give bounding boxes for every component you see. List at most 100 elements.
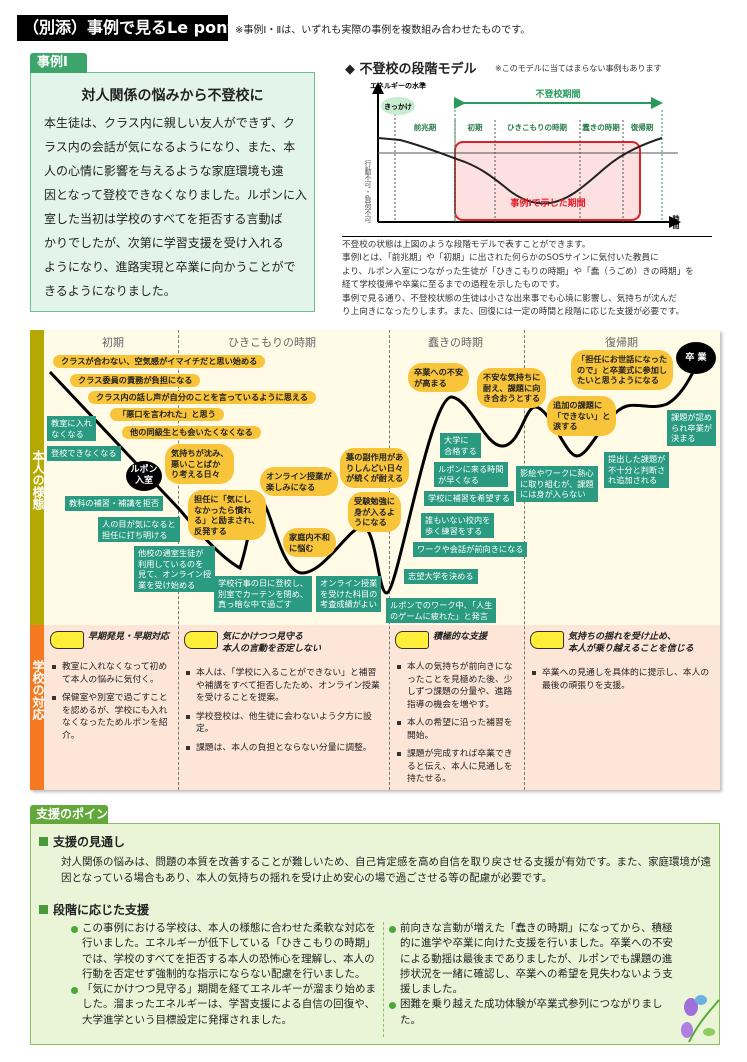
- event-box: ワークや会話が前向きになる: [413, 542, 528, 557]
- pointing-hand-icon: [50, 631, 84, 649]
- highlight-label: 事例Ⅰで示した期間: [510, 197, 585, 209]
- event-box: 誰もいない校内を 歩く練習をする: [421, 513, 495, 538]
- square-bullet-icon: [39, 837, 48, 846]
- support-tab: 支援のポイント: [30, 805, 120, 824]
- feeling-bubble: 気持ちが沈み、 悪いことばか り考える日々: [165, 444, 235, 484]
- y-axis-label: エネルギーの水準: [370, 81, 426, 90]
- thought-stripe: 他の同級生とも会いたくなくなる: [122, 426, 261, 439]
- case-line: 室した当初は学校のすべてを拒否する言動ば: [44, 212, 283, 226]
- event-box: 教科の補習・補講を拒否: [65, 496, 164, 511]
- case-line: 因となって登校できなくなりました。ルポンに入: [44, 188, 308, 202]
- event-box: 志望大学を決める: [404, 569, 478, 584]
- feeling-bubble: 「担任にお世話になった ので」と卒業式に参加し たいと思うようになる: [571, 350, 674, 390]
- thought-stripe: クラス内の話し声が自分のことを言っているように思える: [88, 391, 317, 404]
- feeling-bubble: 家庭内不和 に悩む: [283, 528, 336, 557]
- phase-label: 前兆期: [414, 122, 437, 132]
- response-column: 積極的な支援 本人の気持ちが前向きになったことを見極めた後、少しずつ課題の分量や…: [395, 631, 520, 792]
- phase-header: ひきこもりの時期: [228, 336, 316, 349]
- phase-header: 復帰期: [605, 336, 638, 349]
- caption-line: り上向きになったりします。また、回復には一定の時間と段階に応じた支援が必要です。: [342, 307, 685, 318]
- case-body: 本生徒は、クラス内に親しい友人ができず、ク ラス内の会話が気になるようになり、ま…: [44, 111, 307, 303]
- feeling-bubble: 担任に「気にし なかったら慣れ る」と励まされ、 反発する: [188, 490, 266, 540]
- model-caption: 不登校の状態は上図のような段階モデルで表すことができます。 事例Ⅰとは、「前兆期…: [342, 236, 712, 319]
- start-oval: ルポン 入室: [126, 461, 162, 491]
- outlook-heading: 支援の見通し: [39, 833, 125, 850]
- caption-line: 不登校の状態は上図のような段階モデルで表すことができます。: [342, 240, 591, 250]
- event-box: 登校できなくなる: [47, 446, 121, 461]
- school-response-section: [30, 625, 720, 790]
- event-box: ルポンでのワーク中、「人生 のゲームに疲れた」と発言: [386, 598, 497, 623]
- phase-label: 初期: [468, 122, 483, 132]
- phase-divider: [389, 330, 390, 790]
- flower-illustration: [681, 995, 720, 1043]
- stage-heading: 段階に応じた支援: [39, 901, 149, 918]
- feeling-bubble: 卒業への不安 が高まる: [408, 363, 470, 392]
- phase-header: 蠢きの時期: [428, 336, 483, 349]
- event-box: オンライン授業 を受けた科目の 考査成績がよい: [316, 576, 382, 612]
- feeling-bubble: 追加の課題に 「できない」と 涙する: [547, 396, 617, 436]
- response-column: 気にかけつつ見守る 本人の言動を否定しない 本人は、「学校に入ることができない」…: [184, 631, 384, 760]
- thought-stripe: クラス委員の責務が負担になる: [70, 374, 201, 387]
- case-line: 人の心情に影響を与えるような家庭環境も遠: [44, 164, 284, 178]
- event-box: 他校の通室生徒が 利用しているのを 見て、オンライン授 業を受け始める: [134, 546, 216, 592]
- stage-model-diagram: きっかけ エネルギーの水準 不登校期間 前兆期 初期 ひきこもりの時期 蠢きの時…: [364, 81, 681, 230]
- school-response-label: 学校の対応: [30, 625, 45, 790]
- event-box: 学校に補習を希望する: [424, 491, 514, 506]
- outlook-text: 対人関係の悩みは、問題の本質を改善することが難しいため、自己肯定感を高め自信を取…: [61, 856, 711, 884]
- caption-line: より、ルポン入室につながった生徒が「ひきこもりの時期」や「蠢（うごめ）きの時期」…: [342, 266, 694, 277]
- case-line: かりでしたが、次第に学習支援を受け入れる: [44, 236, 284, 250]
- response-column: 気持ちの揺れを受け止め、 本人が乗り越えることを信じる 卒業への見通しを具体的に…: [530, 631, 715, 698]
- trigger-label: きっかけ: [384, 102, 412, 111]
- stage-list-right: 前向きな言動が増えた「蠢きの時期」になってから、積極的に進学や卒業に向けた支援を…: [389, 921, 674, 1028]
- event-box: 学校行事の日に登校し、 別室でカーテンを閉め、 真っ暗な中で過ごす: [214, 576, 313, 612]
- caption-line: 経て学校復帰や卒業に至るまでの過程を示したものです。: [342, 280, 565, 291]
- response-column: 早期発見・早期対応 教室に入れなくなって初めて本人の悩みに気付く。保健室や別室で…: [50, 631, 175, 748]
- thought-stripe: クラスが合わない、空気感がイマイチだと思い始める: [53, 355, 266, 368]
- case-box: 対人関係の悩みから不登校に 本生徒は、クラス内に親しい友人ができず、ク ラス内の…: [30, 72, 315, 312]
- event-box: 提出した課題が 不十分と判断さ れ追加される: [604, 452, 670, 488]
- phase-label: ひきこもりの時期: [507, 122, 567, 132]
- model-note: ※このモデルに当てはまらない事例もあります: [495, 64, 662, 73]
- case-heading: 対人関係の悩みから不登校に: [81, 88, 264, 104]
- feeling-bubble: 受験勉強に 身が入るよ うになる: [348, 492, 401, 532]
- pointing-hand-icon: [530, 631, 564, 649]
- caption-line: 事例で見る通り、不登校状態の生徒は小さな出来事でも心境に影響し、気持ちが沈んだ: [342, 293, 677, 304]
- square-bullet-icon: [39, 905, 48, 914]
- stage-list-left: この事例における学校は、本人の様態に合わせた柔軟な対応を行いました。エネルギーが…: [71, 921, 376, 1028]
- feeling-bubble: 薬の副作用があ りしんどい日々 が続くが耐える: [340, 448, 410, 488]
- header-note: ※事例Ⅰ・Ⅱは、いずれも実際の事例を複数組み合わせたものです。: [235, 25, 531, 36]
- feeling-bubble: 不安な気持ちに 耐え、課題に向 き合おうとする: [477, 368, 547, 408]
- event-box: 教室に入れ なくなる: [47, 416, 96, 441]
- event-box: 大学に 合格する: [440, 433, 481, 458]
- phase-header: 初期: [102, 336, 124, 349]
- feeling-bubble: オンライン授業が 楽しみになる: [260, 467, 338, 496]
- case-line: ようになり、進路実現と卒業に向かうことがで: [44, 260, 296, 274]
- event-box: 影絵やワークに熱心 に取り組むが、課題 には身が入らない: [516, 466, 598, 502]
- case-tab: 事例Ⅰ: [30, 53, 87, 73]
- energy-curve: [377, 137, 663, 205]
- pointing-hand-icon: [184, 631, 218, 649]
- case-line: きるようになりました。: [44, 284, 176, 298]
- event-box: 人の目が気になると 担任に打ち明ける: [98, 517, 180, 542]
- x-axis-label: 時間: [672, 214, 680, 230]
- pointing-hand-icon: [395, 631, 429, 649]
- side-label: 行動不可・負荷不可: [364, 159, 372, 223]
- trigger-cloud: [381, 97, 415, 115]
- event-box: 課題が認め られ卒業が 決まる: [667, 410, 716, 446]
- case-line: 本生徒は、クラス内に親しい友人ができず、ク: [44, 116, 295, 130]
- case-line: ラス内の会話が気になるようになり、また、本: [44, 140, 296, 154]
- student-state-label: 本人の様態: [30, 330, 45, 625]
- phase-label: 蠢きの時期: [582, 122, 620, 132]
- model-title: ◆ 不登校の段階モデル: [345, 62, 477, 77]
- event-box: ルポンに来る時間 が早くなる: [434, 462, 508, 487]
- case-progress-diagram: 本人の様態 学校の対応 初期 ひきこもりの時期 蠢きの時期 復帰期 クラスが合わ…: [30, 330, 720, 790]
- page-title: （別添）事例で見るLe pont: [17, 15, 235, 41]
- support-box: 支援の見通し 対人関係の悩みは、問題の本質を改善することが難しいため、自己肯定感…: [30, 823, 720, 1045]
- graduation-oval: 卒 業: [676, 342, 716, 374]
- caption-line: 事例Ⅰとは、「前兆期」や「初期」に出された何らかのSOSサインに気付いた教員に: [342, 253, 659, 264]
- absence-period-label: 不登校期間: [535, 88, 580, 100]
- phase-dividers: [394, 110, 624, 222]
- phase-label: 復帰期: [630, 122, 654, 132]
- phase-divider: [524, 330, 525, 790]
- thought-stripe: 「悪口を言われた」と思う: [110, 408, 224, 421]
